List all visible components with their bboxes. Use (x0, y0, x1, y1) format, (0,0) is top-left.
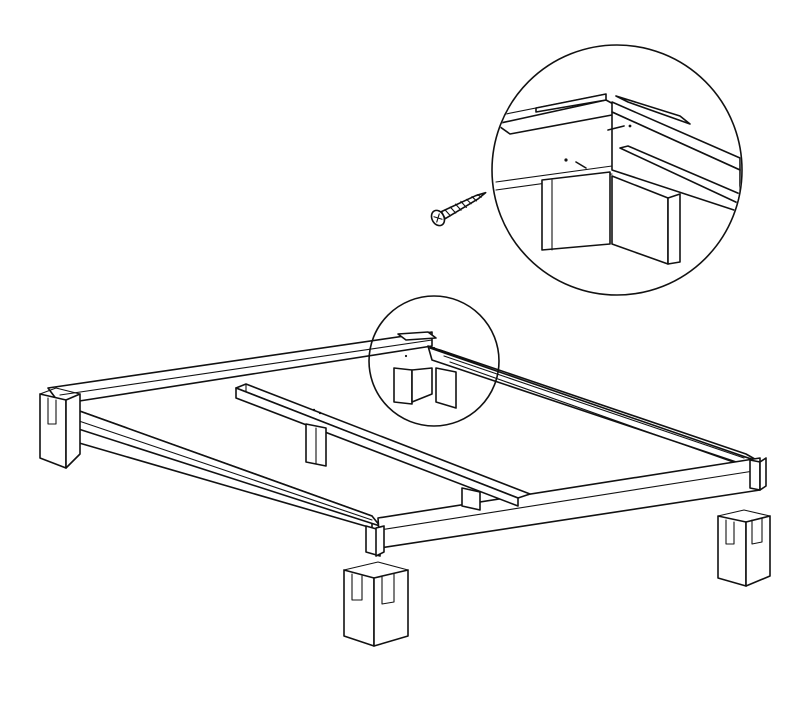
back-right-corner-post (397, 331, 437, 358)
front-left-corner-block (365, 525, 385, 557)
bed-frame (39, 331, 767, 557)
front-right-corner-block (749, 457, 767, 491)
corner-detail-callout (491, 44, 743, 296)
loose-leg-front-right (717, 509, 771, 587)
screw-icon (430, 191, 487, 227)
center-support-beam (235, 383, 531, 507)
right-rail-support-leg (461, 487, 481, 511)
magnifier-callout-icon (368, 295, 500, 427)
loose-leg-front-left (343, 561, 409, 647)
back-left-corner-leg (39, 387, 81, 469)
beam-support-leg (305, 423, 327, 467)
